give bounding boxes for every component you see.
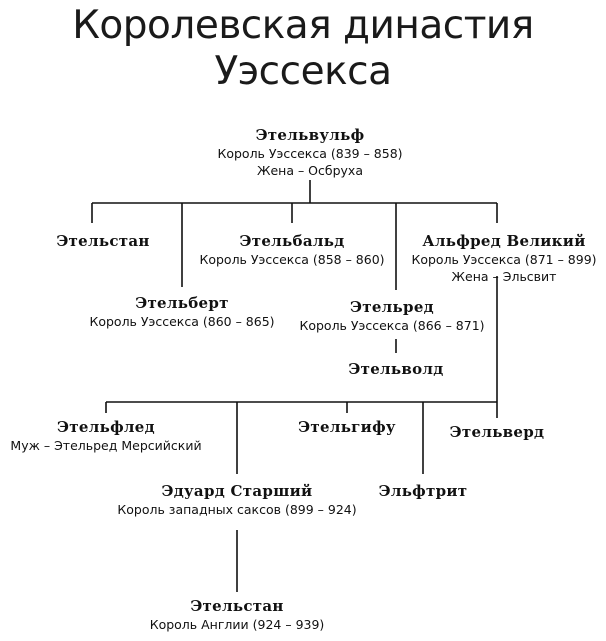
person-name: Этельверд: [449, 423, 545, 441]
person-title: Король Уэссекса (858 – 860): [199, 252, 385, 267]
person-elftrit: Эльфтрит: [379, 482, 468, 501]
person-name: Этельбальд: [239, 232, 345, 250]
person-title: Король Англии (924 – 939): [149, 617, 325, 632]
person-ethelbald: Этельбальд Король Уэссекса (858 – 860): [199, 232, 384, 268]
person-ethelfled: Этельфлед Муж – Этельред Мерсийский: [10, 418, 201, 454]
person-athelstan-king: Этельстан Король Англии (924 – 939): [150, 597, 325, 633]
person-name: Этельстан: [190, 597, 284, 615]
person-ethelred: Этельред Король Уэссекса (866 – 871): [299, 298, 484, 334]
person-spouse: Муж – Этельред Мерсийский: [10, 438, 202, 453]
person-title: Король западных саксов (899 – 924): [117, 502, 357, 517]
person-ethelbert: Этельберт Король Уэссекса (860 – 865): [89, 294, 274, 330]
person-name: Эдуард Старший: [161, 482, 313, 500]
person-ethelverd: Этельверд: [450, 423, 545, 442]
person-title: Король Уэссекса (871 – 899): [411, 252, 597, 267]
person-athelstan-son: Этельстан: [56, 232, 149, 251]
person-title: Король Уэссекса (860 – 865): [89, 314, 275, 329]
person-name: Этельвульф: [255, 126, 365, 144]
person-name: Эльфтрит: [378, 482, 468, 500]
person-name: Этельволд: [348, 360, 444, 378]
person-spouse: Жена – Осбруха: [256, 163, 363, 178]
title-line-2: Уэссекса: [214, 49, 392, 94]
person-name: Этельстан: [56, 232, 150, 250]
person-name: Этельред: [350, 298, 434, 316]
person-ethelwold: Этельволд: [348, 360, 443, 379]
person-edward: Эдуард Старший Король западных саксов (8…: [117, 482, 356, 518]
title-line-1: Королевская династия: [72, 3, 534, 48]
person-ethelgifu: Этельгифу: [298, 418, 396, 437]
person-title: Король Уэссекса (839 – 858): [217, 146, 403, 161]
person-spouse: Жена – Эльсвит: [451, 269, 557, 284]
person-title: Король Уэссекса (866 – 871): [299, 318, 485, 333]
person-name: Этельфлед: [57, 418, 155, 436]
person-name: Этельгифу: [298, 418, 396, 436]
person-alfred: Альфред Великий Король Уэссекса (871 – 8…: [411, 232, 596, 285]
person-ethelwulf: Этельвульф Король Уэссекса (839 – 858) Ж…: [217, 126, 402, 179]
person-name: Этельберт: [135, 294, 229, 312]
person-name: Альфред Великий: [422, 232, 586, 250]
